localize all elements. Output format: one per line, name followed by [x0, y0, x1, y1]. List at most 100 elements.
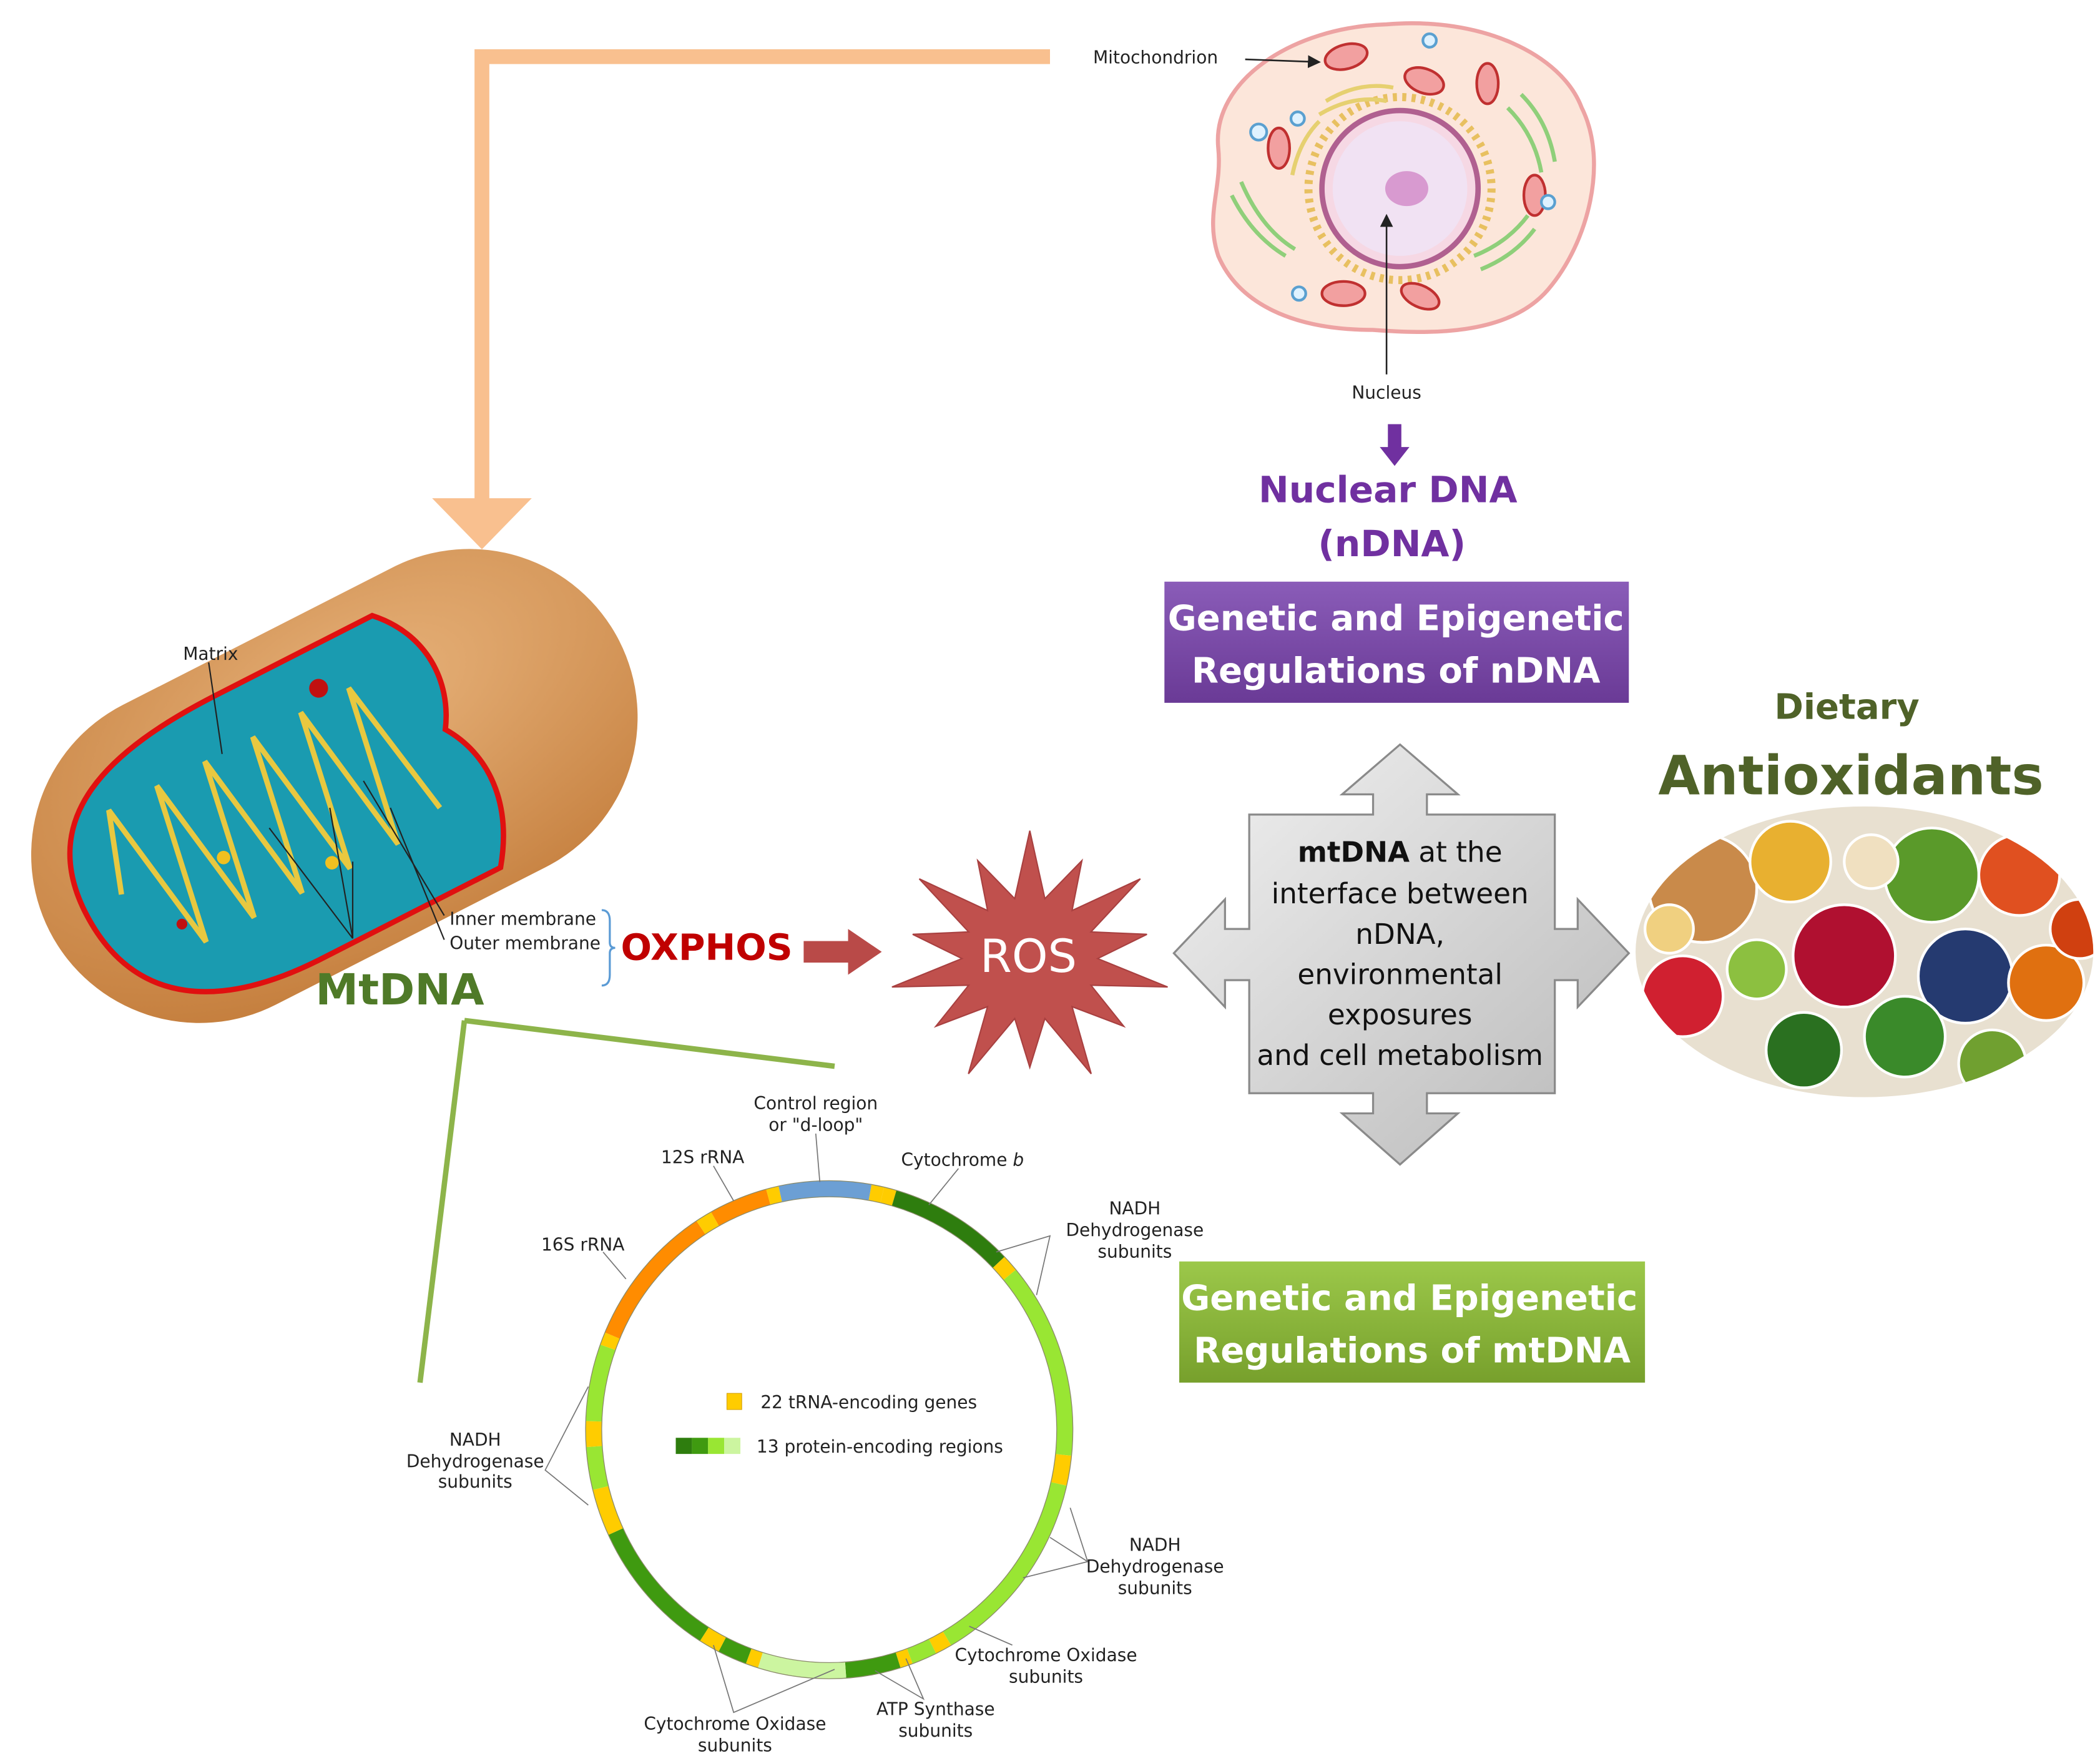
subunits-line: subunits — [1097, 1241, 1172, 1262]
nucleus-label: Nucleus — [1352, 383, 1421, 403]
subunits-line: subunits — [698, 1735, 772, 1756]
food-item — [2007, 943, 2086, 1022]
subunits-line: subunits — [438, 1471, 513, 1492]
food-item — [1749, 820, 1832, 904]
ring-segment — [719, 1637, 752, 1664]
mtdna-box-line1: Genetic and Epigenetic — [1181, 1278, 1637, 1318]
control-region-label: Control region — [753, 1093, 878, 1114]
ring-segment — [906, 1639, 936, 1664]
matrix-label: Matrix — [183, 644, 238, 664]
ring-segment — [845, 1652, 901, 1679]
center-bold-word: mtDNA — [1298, 835, 1410, 868]
food-item — [1765, 1011, 1843, 1089]
trna-legend-label: 22 tRNA-encoding genes — [760, 1392, 977, 1413]
ring-segment — [586, 1446, 609, 1490]
trna-gene-segment — [928, 1631, 951, 1654]
trna-gene-segment — [745, 1648, 763, 1668]
ring-outline — [601, 1196, 1057, 1664]
cell-illustration — [1211, 21, 1596, 375]
trna-legend-swatch — [726, 1393, 742, 1410]
food-item — [1957, 1028, 2028, 1097]
inner-membrane-label: Inner membrane — [449, 909, 596, 930]
ros-starburst: ROS — [891, 830, 1168, 1074]
nadh-line: NADH — [1109, 1198, 1160, 1219]
nadh-line: NADH — [449, 1430, 501, 1450]
trna-gene-segment — [696, 1212, 719, 1235]
subunits-line: subunits — [1009, 1667, 1083, 1687]
food-item — [1977, 833, 2061, 917]
trna-gene-segment — [895, 1648, 913, 1668]
right-arrow-icon — [803, 929, 882, 975]
food-item — [1643, 903, 1695, 955]
center-line-3: nDNA, — [1355, 918, 1445, 951]
flow-arrow-cell-to-mitochondrion — [432, 49, 1050, 550]
protein-legend-swatch — [675, 1438, 741, 1454]
trna-gene-segment — [1051, 1454, 1072, 1486]
trna-gene-segment — [766, 1186, 782, 1205]
trna-gene-segment — [700, 1627, 727, 1652]
12s-rrna-label: 12S rRNA — [661, 1147, 744, 1167]
ring-outline — [585, 1180, 1074, 1679]
zoom-lines — [417, 1018, 835, 1383]
food-item — [1641, 954, 1725, 1038]
ring-segment — [778, 1180, 872, 1202]
ring-segment — [891, 1190, 1005, 1268]
food-item — [1883, 827, 1981, 924]
svg-text:mtDNA at the: mtDNA at the — [1298, 835, 1503, 868]
ring-segment — [605, 1220, 706, 1339]
ndna-regulation-box: Genetic and Epigenetic Regulations of nD… — [1164, 581, 1629, 703]
nadh-label-top-right: NADH Dehydrogenase subunits — [1066, 1198, 1204, 1262]
nadh-label-bottom-right: NADH Dehydrogenase subunits — [1086, 1534, 1224, 1598]
food-item — [1725, 938, 1788, 1001]
control-region-label-2: or "d-loop" — [768, 1115, 863, 1136]
protein-legend-label: 13 protein-encoding regions — [757, 1436, 1003, 1457]
outer-membrane-label: Outer membrane — [449, 933, 601, 953]
mtdna-box-line2: Regulations of mtDNA — [1194, 1330, 1631, 1371]
dehydrogenase-line: Dehydrogenase — [1066, 1220, 1204, 1240]
ndna-box-line1: Genetic and Epigenetic — [1168, 598, 1624, 639]
food-item — [1843, 833, 1900, 890]
mitochondrion-cell-label: Mitochondrion — [1093, 47, 1218, 68]
ring-segment — [758, 1652, 846, 1679]
nadh-line: NADH — [1129, 1534, 1181, 1555]
nuclear-dna-abbrev: (nDNA) — [1318, 522, 1466, 565]
trna-gene-segment — [993, 1257, 1016, 1280]
ring-segment — [943, 1482, 1067, 1646]
cytochrome-b-label: Cytochrome — [901, 1150, 1007, 1170]
cox-label-bottom: Cytochrome Oxidase subunits — [644, 1714, 826, 1756]
mitochondrion-illustration — [31, 549, 638, 1023]
bracket — [601, 909, 616, 987]
cox-label-right: Cytochrome Oxidase subunits — [954, 1645, 1137, 1687]
dehydrogenase-line: Dehydrogenase — [406, 1451, 544, 1472]
center-line-4: environmental — [1297, 958, 1503, 991]
ros-label: ROS — [980, 930, 1077, 983]
ring-segment — [711, 1189, 771, 1227]
cox-line: Cytochrome Oxidase — [954, 1645, 1137, 1665]
center-line-1: at the — [1418, 835, 1502, 868]
antioxidants-label: Antioxidants — [1658, 745, 2043, 807]
nuclear-dna-title: Nuclear DNA — [1259, 469, 1518, 511]
food-item — [2049, 898, 2094, 960]
nadh-label-left: NADH Dehydrogenase subunits — [406, 1430, 544, 1492]
mtdna-regulation-box: Genetic and Epigenetic Regulations of mt… — [1179, 1261, 1646, 1383]
trna-gene-segment — [868, 1184, 885, 1203]
food-item — [1792, 903, 1897, 1009]
center-line-2: interface between — [1272, 877, 1529, 910]
svg-text:Cytochrome b: Cytochrome b — [901, 1150, 1024, 1170]
trna-gene-segment — [880, 1187, 897, 1206]
four-way-arrow: mtDNA at the interface between nDNA, env… — [1172, 743, 1631, 1166]
ring-segment — [608, 1528, 709, 1641]
dehydrogenase-line: Dehydrogenase — [1086, 1556, 1224, 1577]
16s-rrna-label: 16S rRNA — [541, 1235, 624, 1255]
map-leader-lines — [544, 1133, 1089, 1714]
cox-line: Cytochrome Oxidase — [644, 1714, 826, 1734]
food-image — [1636, 806, 2094, 1097]
center-line-6: and cell metabolism — [1257, 1039, 1543, 1072]
dietary-label: Dietary — [1774, 687, 1920, 728]
atp-line: ATP Synthase — [876, 1699, 995, 1719]
oxphos-label: OXPHOS — [621, 926, 793, 969]
trna-gene-segment — [600, 1332, 620, 1350]
ring-segment — [1003, 1269, 1073, 1456]
subunits-line: subunits — [898, 1720, 973, 1741]
